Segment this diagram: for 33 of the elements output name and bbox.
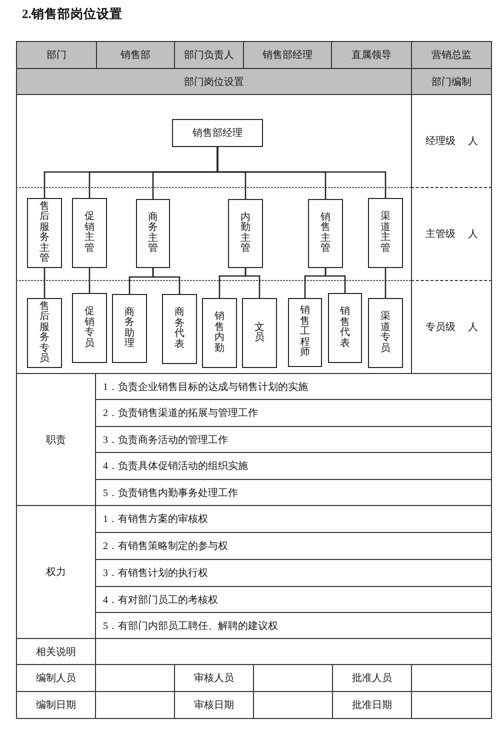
header-cell: 直属领导 — [331, 41, 412, 69]
position-box: 销售主管 — [308, 199, 343, 268]
position-box: 销售工程师 — [288, 298, 322, 367]
header-cell: 部门 — [16, 41, 97, 69]
position-box: 商务代表 — [162, 294, 197, 364]
connector-line — [88, 268, 90, 293]
position-box: 商务主管 — [136, 199, 170, 268]
header-cell: 部门编制 — [411, 68, 492, 95]
position-box: 文员 — [242, 298, 277, 368]
position-box: 售后服务专员 — [27, 298, 62, 368]
position-box: 销售内勤 — [202, 298, 237, 368]
connector-line — [324, 268, 346, 293]
connector-line — [244, 268, 260, 298]
title: 2.销售部岗位设置 — [22, 6, 122, 23]
position-box: 售后服务主管 — [27, 198, 62, 268]
position-box: 促销专员 — [72, 293, 107, 363]
connector-line — [44, 268, 46, 298]
form-label-cell: 编制日期 — [16, 691, 96, 719]
manager-box: 销售部经理 — [172, 119, 263, 147]
position-box: 商务助理 — [112, 294, 147, 363]
header-cell: 部门岗位设置 — [16, 68, 412, 95]
position-box: 销售代表 — [328, 293, 362, 363]
connector-line — [216, 147, 386, 198]
position-box: 渠道专员 — [368, 298, 403, 368]
header-cell: 营销总监 — [411, 41, 492, 69]
connector-line — [384, 268, 386, 298]
header-cell: 销售部经理 — [243, 41, 332, 69]
connector-line — [152, 268, 180, 294]
position-box: 内勤主管 — [228, 199, 263, 268]
header-cell: 部门负责人 — [174, 41, 244, 69]
position-box: 促销主管 — [72, 198, 107, 268]
header-cell: 销售部 — [96, 41, 175, 69]
position-box: 渠道主管 — [368, 198, 403, 268]
